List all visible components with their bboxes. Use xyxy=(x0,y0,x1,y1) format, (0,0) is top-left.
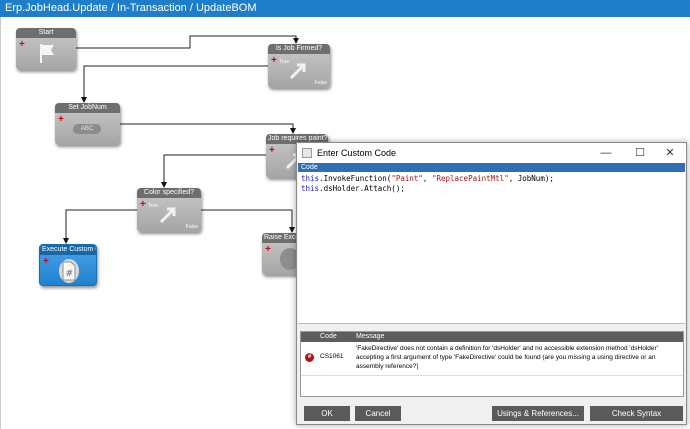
svg-text:#: # xyxy=(66,269,74,279)
execute-custom-code-node[interactable]: Execute Custom Code + # xyxy=(39,244,97,286)
column-message: Message xyxy=(356,333,385,340)
code-section-header: Code xyxy=(298,163,685,172)
connector-firmed-to-setjobnum xyxy=(81,65,268,103)
decision-arrow-icon xyxy=(289,63,306,80)
add-icon[interactable]: + xyxy=(19,39,25,50)
add-icon[interactable]: + xyxy=(140,199,146,210)
column-code: Code xyxy=(320,333,337,340)
connector-color-to-execute xyxy=(63,209,137,244)
connector-paint-to-color xyxy=(161,154,266,188)
dialog-title: Enter Custom Code xyxy=(317,148,397,158)
decision-arrow-icon xyxy=(159,207,176,224)
error-list: Code Message # CS1061 'FakeDirective' do… xyxy=(300,331,684,397)
false-tag: False xyxy=(314,80,327,86)
window-title-bar: Erp.JobHead.Update / In-Transaction / Up… xyxy=(0,0,690,17)
node-label: Start xyxy=(16,28,76,38)
start-node[interactable]: Start + xyxy=(16,28,76,70)
connector-color-to-raise xyxy=(201,209,295,233)
add-icon[interactable]: + xyxy=(269,145,275,156)
node-label: Job requires paint? xyxy=(266,134,328,144)
set-field-icon: ABC xyxy=(73,124,101,134)
window-title: Erp.JobHead.Update / In-Transaction / Up… xyxy=(5,2,257,14)
color-specified-node[interactable]: Color specified? + True False xyxy=(137,188,201,232)
connector-start-to-firmed xyxy=(76,35,299,49)
usings-references-button[interactable]: Usings & References... xyxy=(492,406,584,421)
node-label: Raise Exception xyxy=(262,233,312,243)
connector-setjobnum-to-paint xyxy=(120,123,296,134)
close-icon[interactable]: ✕ xyxy=(665,147,675,159)
add-icon[interactable]: + xyxy=(58,114,64,125)
true-tag: True xyxy=(148,203,159,209)
node-label: Execute Custom Code xyxy=(40,245,96,255)
error-list-header: Code Message xyxy=(301,332,683,342)
flag-icon xyxy=(40,44,54,63)
cancel-button[interactable]: Cancel xyxy=(355,406,401,421)
error-code: CS1061 xyxy=(320,353,344,360)
minimize-icon[interactable]: — xyxy=(600,147,612,159)
error-row[interactable]: # CS1061 'FakeDirective' does not contai… xyxy=(301,342,683,376)
code-line: this.dsHolder.Attach(); xyxy=(301,184,405,193)
dialog-title-bar: Enter Custom Code — ☐ ✕ xyxy=(297,143,686,163)
node-label: Set JobNum xyxy=(55,103,120,113)
code-file-icon: # xyxy=(62,261,76,281)
code-line: this.InvokeFunction("Paint", "ReplacePai… xyxy=(301,174,554,183)
set-jobnum-node[interactable]: Set JobNum + ABC xyxy=(55,103,120,145)
app-icon xyxy=(302,148,312,158)
add-icon[interactable]: + xyxy=(43,256,49,267)
false-tag: False xyxy=(185,224,198,230)
custom-code-dialog: Enter Custom Code — ☐ ✕ Code this.Invoke… xyxy=(296,142,687,425)
add-icon[interactable]: + xyxy=(271,55,277,66)
code-editor[interactable]: this.InvokeFunction("Paint", "ReplacePai… xyxy=(298,172,685,324)
check-syntax-button[interactable]: Check Syntax xyxy=(590,406,683,421)
error-icon: # xyxy=(305,353,314,362)
ok-button[interactable]: OK xyxy=(304,406,350,421)
node-label: Is Job Firmed? xyxy=(268,44,330,54)
error-message: 'FakeDirective' does not contain a defin… xyxy=(356,345,658,370)
node-label: Color specified? xyxy=(137,188,201,198)
is-job-firmed-node[interactable]: Is Job Firmed? + True False xyxy=(268,44,330,88)
true-tag: True xyxy=(279,59,290,65)
add-icon[interactable]: + xyxy=(265,244,271,255)
exception-icon xyxy=(280,248,300,270)
maximize-icon[interactable]: ☐ xyxy=(635,147,645,159)
